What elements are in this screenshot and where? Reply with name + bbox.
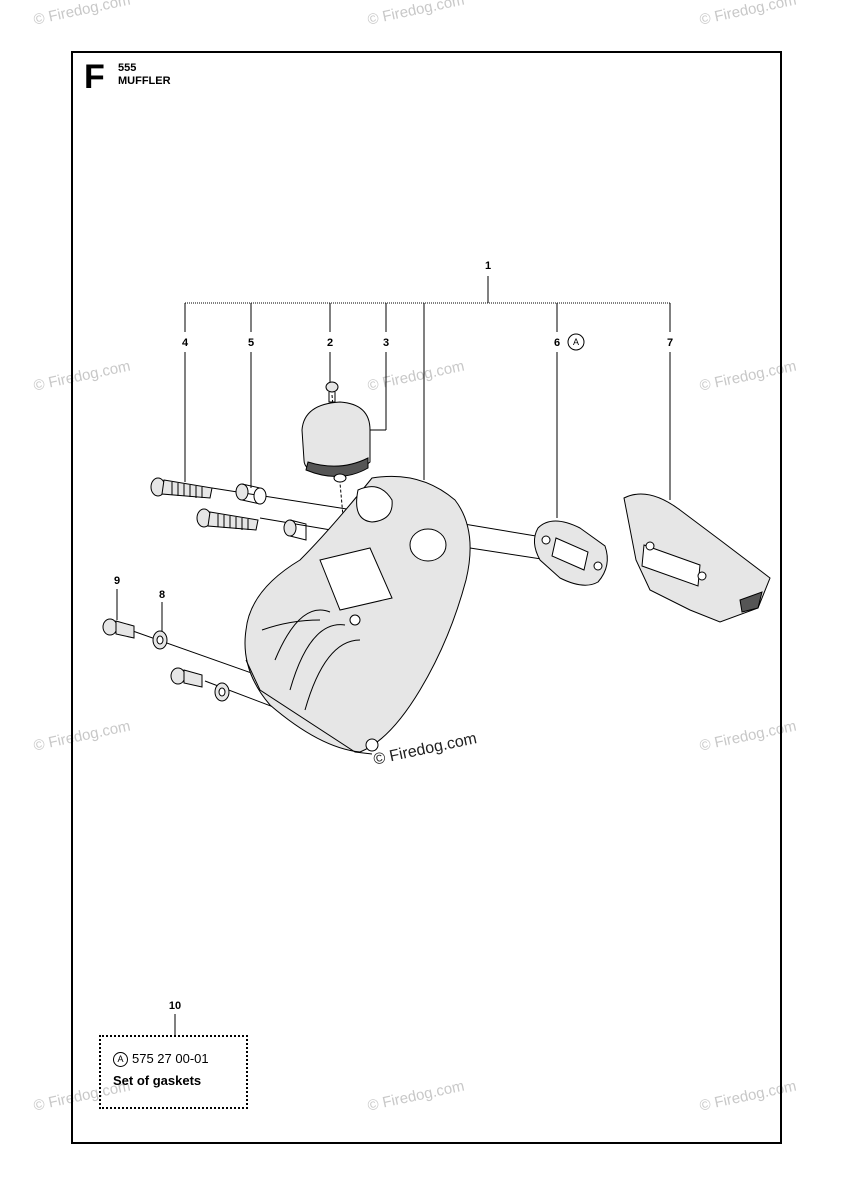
gasket-kit-box: A 575 27 00-01 Set of gaskets — [99, 1035, 248, 1109]
cap-part-3 — [301, 401, 371, 483]
marker-a-circle — [567, 333, 585, 351]
callout-6-marker: A — [572, 337, 580, 347]
callout-7: 7 — [666, 337, 674, 349]
screw-part-9 — [102, 618, 203, 688]
sleeve-part-5 — [235, 483, 267, 505]
kit-part-number-row: A 575 27 00-01 — [113, 1051, 209, 1067]
callout-leader-lines — [116, 276, 671, 1035]
screw-part-2 — [325, 381, 339, 403]
callout-1: 1 — [484, 260, 492, 272]
heat-shield-part-7 — [623, 493, 771, 623]
section-letter: F — [84, 58, 105, 96]
gasket-part-6 — [534, 520, 608, 586]
callout-2: 2 — [326, 337, 334, 349]
bolt-lower — [196, 508, 307, 541]
bolt-part-4 — [150, 477, 213, 499]
kit-name: Set of gaskets — [113, 1073, 202, 1088]
page-frame — [71, 51, 782, 1144]
callout-9: 9 — [113, 575, 121, 587]
callout-4: 4 — [181, 337, 189, 349]
muffler-body-part-1 — [244, 475, 471, 755]
kit-part-number: 575 27 00-01 — [132, 1051, 209, 1066]
model-number: 555 — [118, 62, 137, 74]
washer-part-8 — [152, 630, 230, 702]
page-title: MUFFLER — [118, 75, 171, 87]
kit-marker: A — [113, 1052, 128, 1067]
callout-6: 6 — [553, 337, 561, 349]
callout-5: 5 — [247, 337, 255, 349]
callout-10: 10 — [168, 1000, 182, 1012]
callout-3: 3 — [382, 337, 390, 349]
callout-8: 8 — [158, 589, 166, 601]
